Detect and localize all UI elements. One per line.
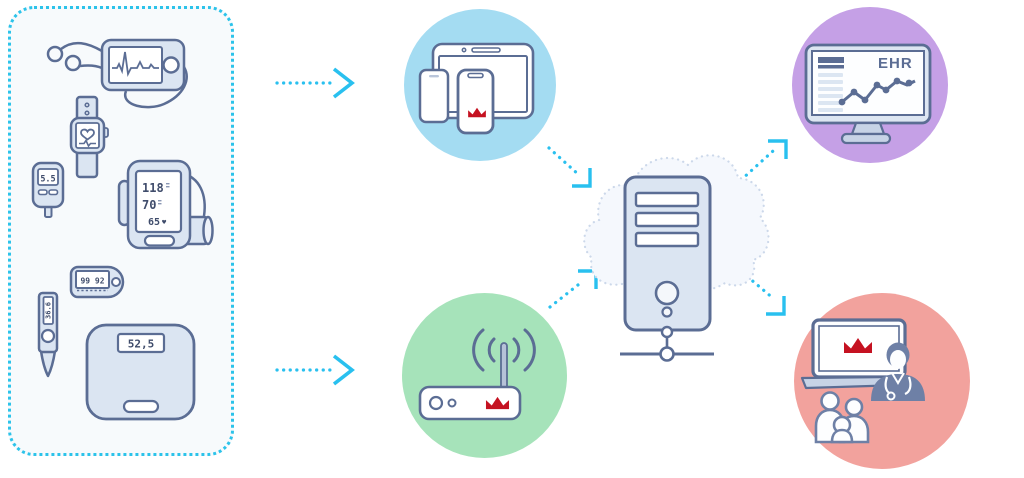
doctor-icon <box>871 342 925 401</box>
router-led <box>428 395 444 411</box>
fitness-smartwatch-icon <box>69 95 109 179</box>
weight-scale-icon: 52,5 <box>85 323 196 421</box>
ehr-header-bar <box>818 57 844 63</box>
server-power-button <box>654 280 680 306</box>
thermometer-reading: 36.6 <box>44 302 52 319</box>
node-mobile-devices <box>404 9 556 161</box>
oximeter-reading: 99 92 <box>80 277 104 286</box>
monitor-stand <box>850 121 886 136</box>
server-slot <box>634 211 700 228</box>
node-cloud-server <box>575 135 775 365</box>
bp-systolic: 118 <box>142 181 164 195</box>
wifi-wave-icon <box>512 337 521 363</box>
ehr-label: EHR <box>878 55 913 72</box>
node-telehealth <box>794 293 970 469</box>
blood-pressure-monitor-icon: 118 70 65 ♥ <box>117 159 214 250</box>
medical-devices-panel: 5.5 118 70 65 ♥ <box>8 6 234 456</box>
tablet-camera-icon <box>461 47 467 53</box>
wifi-router-icon <box>418 328 536 421</box>
node-wifi-gateway <box>402 293 567 458</box>
ecg-holter-monitor-icon <box>46 38 188 109</box>
small-phone-icon <box>418 68 450 124</box>
large-phone-icon <box>456 68 495 135</box>
tablet-speaker-icon <box>471 47 501 53</box>
server-tower-cloud-icon <box>583 154 770 362</box>
telehealth-doctor-family-icon <box>800 318 925 444</box>
bp-diastolic: 70 <box>142 198 156 212</box>
server-slot <box>634 191 700 208</box>
network-node-icon <box>659 346 675 362</box>
router-antenna <box>500 342 508 390</box>
node-ehr-system: EHR <box>792 7 948 163</box>
heart-icon: ♥ <box>162 219 167 227</box>
glucose-meter-icon: 5.5 <box>31 161 65 218</box>
server-slot <box>634 231 700 248</box>
thermometer-icon: 36.6 <box>37 291 59 378</box>
mobile-devices-icon <box>418 42 535 135</box>
arrow-devices-to-gateway <box>275 354 355 386</box>
medical-devices-illustration: 5.5 118 70 65 ♥ <box>31 38 214 421</box>
ehr-monitor-icon: EHR <box>804 43 932 145</box>
arrow-mobile-to-server <box>547 146 592 188</box>
arrow-server-to-ehr <box>739 139 788 182</box>
router-led <box>447 398 457 408</box>
wifi-wave-icon <box>472 328 485 372</box>
wifi-wave-icon <box>523 328 536 372</box>
ehr-sidebar-rows <box>818 73 843 112</box>
family-icon <box>814 391 870 444</box>
bp-pulse: 65 <box>148 217 160 228</box>
ehr-trend-chart <box>838 77 916 106</box>
wifi-wave-icon <box>487 337 496 363</box>
arrow-devices-to-mobile <box>275 67 355 99</box>
pulse-oximeter-icon: 99 92 <box>69 265 125 299</box>
scale-reading: 52,5 <box>128 338 155 351</box>
glucose-reading: 5.5 <box>40 175 55 185</box>
